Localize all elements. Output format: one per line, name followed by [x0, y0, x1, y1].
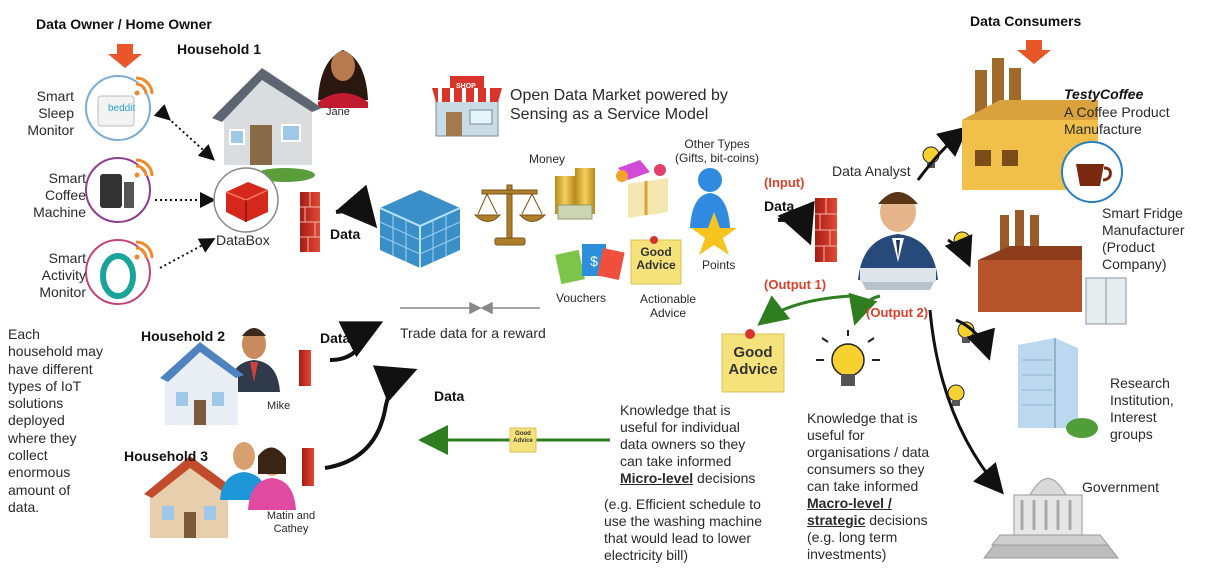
fridge-factory-icon — [978, 210, 1127, 325]
analyst-to-consumer-arrows — [916, 126, 1004, 495]
government-building-icon — [982, 478, 1120, 559]
points-icon — [690, 168, 737, 255]
firewall-icon-2 — [299, 350, 311, 386]
input-label: (Input) — [764, 175, 805, 190]
device-connector-lines — [153, 104, 216, 269]
household2-title: Household 2 — [141, 328, 226, 344]
data-cube-icon — [379, 190, 461, 268]
reward-other-types: Other Types(Gifts, bit-coins) — [674, 137, 759, 165]
coffee-machine-icon — [85, 157, 154, 223]
activity-monitor-icon — [85, 239, 154, 305]
trade-label: Trade data for a reward — [400, 325, 546, 341]
owner-header: Data Owner / Home Owner — [36, 16, 212, 32]
reward-vouchers: Vouchers — [556, 291, 607, 305]
testy-coffee-name: TestyCoffee — [1064, 86, 1144, 102]
output2-label: (Output 2) — [866, 305, 929, 320]
jane-label: Jane — [326, 106, 350, 118]
reward-points: Points — [702, 258, 736, 272]
data-analyst-icon — [858, 192, 938, 290]
government-label: Government — [1082, 479, 1160, 495]
matin-cathey-avatar-icon — [220, 442, 296, 510]
household1-title: Household 1 — [177, 41, 262, 57]
consumer-header: Data Consumers — [970, 13, 1082, 29]
scales-icon — [473, 184, 547, 246]
mike-label: Mike — [267, 400, 291, 412]
actionable-advice-note-icon — [630, 236, 682, 285]
firewall-icon-input — [815, 198, 837, 262]
household3-title: Household 3 — [124, 448, 209, 464]
trade-arrows-icon — [400, 301, 540, 315]
firewall-icon-3 — [302, 448, 314, 486]
data-label-2: Data — [320, 330, 351, 346]
data-label-3: Data — [434, 388, 465, 404]
owner-down-arrow-icon — [108, 44, 142, 68]
data-analyst-label: Data Analyst — [832, 163, 911, 179]
good-advice-small-note-icon — [509, 427, 537, 453]
beddit-brand: beddit — [108, 103, 136, 114]
shop-sign: SHOP — [456, 83, 476, 90]
data-label-input: Data — [764, 198, 795, 214]
databox-icon — [213, 167, 279, 233]
sleep-monitor-icon — [85, 75, 154, 141]
consumer-down-arrow-icon — [1017, 40, 1051, 64]
output1-label: (Output 1) — [764, 277, 827, 292]
firewall-icon-1 — [300, 192, 320, 252]
coffee-cup-icon — [1061, 141, 1123, 203]
data-flow-arrows — [324, 184, 815, 470]
household1-house-icon — [212, 68, 322, 182]
jane-avatar-icon — [318, 50, 368, 108]
svg-text:$: $ — [590, 253, 598, 269]
bulb-large-icon — [816, 330, 880, 386]
household2-house-icon — [160, 342, 244, 425]
gifts-icon — [616, 160, 668, 218]
mike-avatar-icon — [228, 328, 280, 392]
money-icon — [555, 168, 595, 220]
shop-icon — [432, 76, 502, 137]
data-label-1: Data — [330, 226, 361, 242]
research-building-icon — [1018, 338, 1098, 438]
household3-house-icon — [144, 456, 236, 538]
databox-label: DataBox — [216, 232, 270, 248]
reward-money: Money — [529, 152, 566, 166]
good-advice-note-icon — [721, 329, 785, 393]
vouchers-icon: $ — [555, 244, 625, 285]
